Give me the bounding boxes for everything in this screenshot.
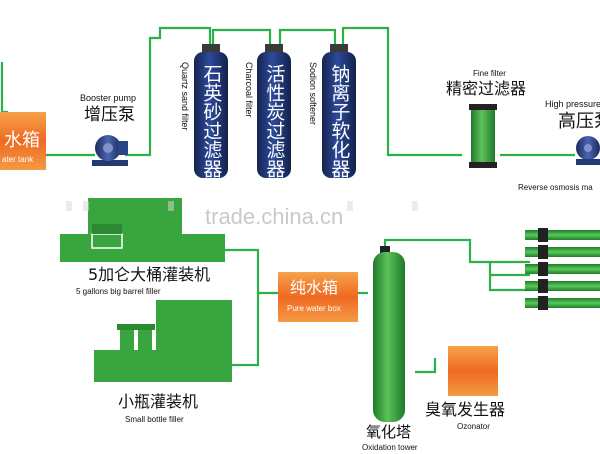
bottle-filler-cn-label: 小瓶灌装机 [118, 392, 199, 411]
raw-tank-cn-label: 水箱 [4, 130, 40, 151]
charcoal-filter-tank [257, 44, 291, 178]
raw-water-tank [0, 112, 46, 170]
pure-water-box [278, 272, 358, 322]
booster-pump-cn-label: 增压泵 [84, 105, 135, 125]
raw-tank-en-label: ater tank [2, 155, 34, 164]
pure-box-cn-label: 纯水箱 [290, 278, 339, 297]
charcoal-cn-label: 活性炭过滤器 [263, 64, 286, 178]
barrel-filler-cn-label: 5加仑大桶灌装机 [88, 265, 211, 284]
ozonator-en-label: Ozonator [457, 422, 490, 431]
pipes-top [0, 26, 575, 157]
oxidation-tower [373, 246, 405, 422]
hp-pump-en-label: High pressure [545, 99, 600, 109]
ro-en-label: Reverse osmosis ma [518, 183, 593, 192]
softener-cn-label: 钠离子软化器 [328, 64, 351, 178]
sodion-softener-tank [322, 44, 356, 178]
quartz-en-label: Quartz sand filter [180, 62, 190, 131]
bottle-filler-en-label: Small bottle filler [125, 415, 184, 424]
reverse-osmosis-membranes [525, 228, 600, 310]
barrel-filler-en-label: 5 gallons big barrel filler [76, 287, 161, 296]
ozonator-box [448, 346, 498, 396]
watermark-text: trade.china.cn [205, 204, 344, 229]
quartz-cn-label: 石英砂过滤器 [200, 64, 223, 178]
fine-filter-cylinder [469, 104, 497, 168]
softener-en-label: Sodion softener [308, 62, 318, 126]
fine-filter-en-label: Fine filter [473, 69, 506, 78]
hp-pump-cn-label: 高压泵 [558, 111, 600, 132]
booster-pump-icon [92, 135, 128, 166]
pure-box-en-label: Pure water box [287, 304, 341, 313]
watermark-tiles [66, 201, 418, 211]
barrel-filler-machine [60, 198, 225, 262]
booster-pump-en-label: Booster pump [80, 93, 137, 103]
fine-filter-cn-label: 精密过滤器 [446, 79, 527, 98]
oxidation-cn-label: 氧化塔 [366, 423, 412, 441]
ozonator-cn-label: 臭氧发生器 [425, 400, 506, 419]
quartz-sand-filter-tank [194, 44, 228, 178]
high-pressure-pump-icon [576, 136, 600, 165]
charcoal-en-label: Charcoal filter [244, 62, 254, 118]
bottle-filler-machine [94, 300, 232, 382]
oxidation-en-label: Oxidation tower [362, 443, 418, 452]
